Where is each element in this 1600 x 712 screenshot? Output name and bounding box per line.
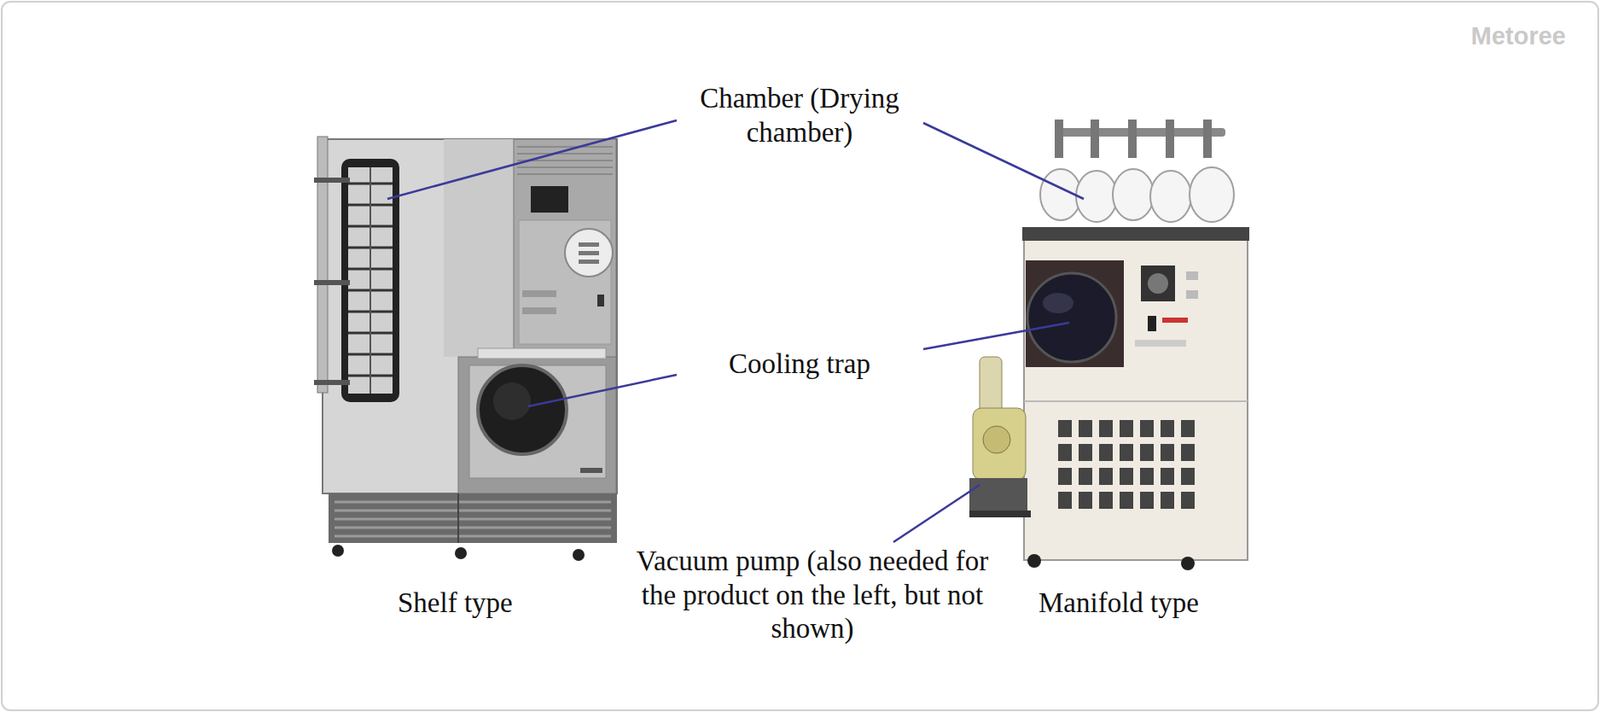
- part-label: Cooling trap: [728, 347, 871, 382]
- shelf-freeze-dryer: [314, 136, 617, 561]
- leader-lines: [387, 120, 1084, 542]
- type-label: Shelf type: [397, 586, 513, 621]
- manifold-freeze-dryer: [969, 119, 1250, 571]
- watermark: Metoree: [1471, 22, 1566, 51]
- part-label: Chamber (Drying chamber): [692, 81, 907, 150]
- type-label: Manifold type: [1038, 586, 1199, 621]
- part-label: Vacuum pump (also needed for the product…: [624, 544, 1001, 646]
